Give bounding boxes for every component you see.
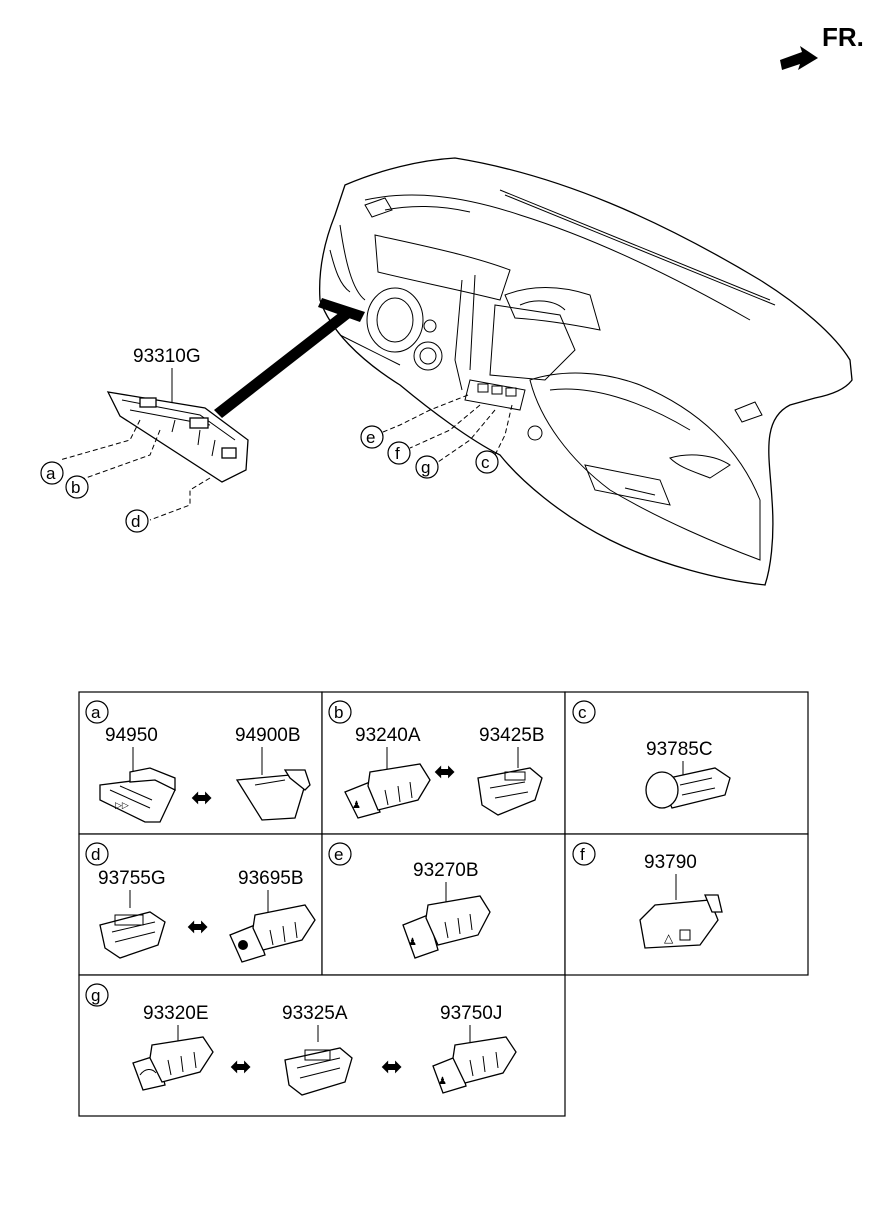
blank-cover-94900B: [235, 769, 311, 821]
switch-93695B: [229, 904, 316, 963]
cell-c: [564, 691, 809, 835]
callout-g: g: [421, 458, 430, 477]
switch-93320E: [132, 1036, 214, 1091]
cell-letter-g: g: [91, 986, 100, 1005]
part-number-93325A: 93325A: [282, 1003, 348, 1024]
hazard-icon: △: [664, 931, 674, 945]
blank-cover-93755G: [99, 911, 166, 959]
swap-arrow-icon: ⬌: [434, 757, 456, 787]
part-number-93695B: 93695B: [238, 868, 304, 889]
part-number-93425B: 93425B: [479, 725, 545, 746]
front-arrow-icon: [780, 46, 818, 70]
svg-text:♟: ♟: [408, 937, 417, 948]
part-number-93240A: 93240A: [355, 725, 421, 746]
cell-letter-a: a: [91, 703, 101, 722]
callout-b: b: [71, 478, 80, 497]
switch-93785C: [645, 767, 731, 809]
blank-cover-93425B: [477, 767, 543, 816]
svg-text:♟: ♟: [352, 800, 361, 811]
main-switch-assembly: 93310G a b d: [40, 346, 249, 533]
front-direction-indicator: FR.: [780, 22, 864, 70]
cell-letter-b: b: [334, 703, 343, 722]
cell-letter-c: c: [578, 703, 587, 722]
leader-wedge: [214, 312, 350, 418]
svg-text:♟: ♟: [438, 1076, 447, 1087]
dashboard-illustration: [214, 157, 853, 586]
callout-c: c: [481, 453, 490, 472]
switch-93240A: ♟: [344, 763, 431, 819]
part-number-93320E: 93320E: [143, 1003, 209, 1024]
part-number-94900B: 94900B: [235, 725, 301, 746]
swap-arrow-icon: ⬌: [191, 783, 213, 813]
cell-letter-d: d: [91, 845, 100, 864]
part-number-93270B: 93270B: [413, 860, 479, 881]
callout-d: d: [131, 512, 140, 531]
part-number-93750J: 93750J: [440, 1003, 502, 1024]
parts-table: a b c d e f g 94950 ▷▷ ⬌ 94900B 93240A: [78, 691, 809, 1117]
part-number-93790: 93790: [644, 852, 697, 873]
svg-text:▷▷: ▷▷: [115, 800, 129, 810]
switch-93750J: ♟: [432, 1036, 517, 1094]
swap-arrow-icon: ⬌: [187, 912, 209, 942]
callout-e: e: [366, 428, 375, 447]
callout-f: f: [395, 444, 400, 463]
part-number-94950: 94950: [105, 725, 158, 746]
cell-letter-e: e: [334, 845, 343, 864]
switch-location-marker: [318, 298, 365, 322]
cell-letter-f: f: [580, 845, 585, 864]
front-label: FR.: [822, 22, 864, 52]
switch-93270B: ♟: [402, 895, 491, 959]
part-number-main: 93310G: [133, 346, 201, 367]
swap-arrow-icon: ⬌: [381, 1052, 403, 1082]
swap-arrow-icon: ⬌: [230, 1052, 252, 1082]
switch-93790: △: [639, 894, 723, 949]
switch-94950: ▷▷: [99, 767, 176, 823]
dash-callouts: e f g c: [360, 394, 513, 479]
part-number-93755G: 93755G: [98, 868, 166, 889]
part-number-93785C: 93785C: [646, 739, 713, 760]
blank-cover-93325A: [284, 1047, 353, 1096]
callout-a: a: [46, 464, 56, 483]
